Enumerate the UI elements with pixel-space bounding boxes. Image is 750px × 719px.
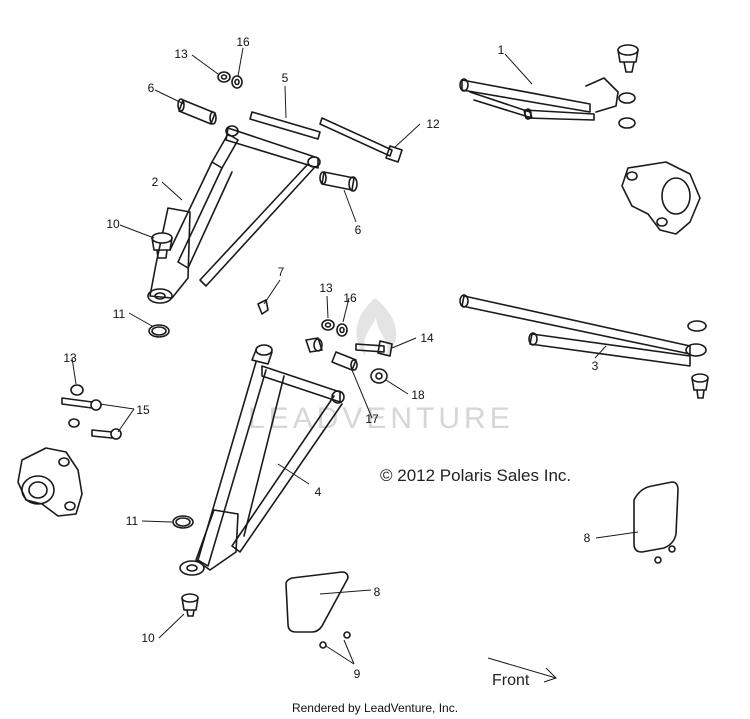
guard-plate-left (285, 571, 351, 649)
lower-a-arm-right (459, 294, 707, 367)
ball-joint-right-lower (691, 373, 709, 399)
callout-2: 2 (152, 175, 159, 189)
callout-17: 17 (365, 412, 379, 426)
ball-joint-lower (181, 593, 199, 617)
callout-18: 18 (411, 388, 425, 402)
callout-7: 7 (278, 265, 285, 279)
front-label: Front (492, 672, 530, 689)
steering-knuckle-left (17, 447, 83, 517)
bushing-upper-right (319, 171, 358, 192)
callout-labels: 1 2 3 4 5 6 6 7 8 8 9 10 10 11 11 12 13 … (63, 35, 598, 681)
callout-5: 5 (282, 71, 289, 85)
pivot-rod (249, 111, 321, 140)
nut-13-mid (321, 319, 335, 331)
ring-11-upper (148, 324, 170, 338)
callout-13-left: 13 (63, 351, 77, 365)
ring-11-lower (172, 515, 194, 529)
callout-8-left: 8 (374, 585, 381, 599)
callout-16-mid: 16 (343, 291, 357, 305)
bushing-mid (305, 337, 323, 353)
callout-1: 1 (498, 43, 505, 57)
callout-13-top: 13 (174, 47, 188, 61)
callout-6-right: 6 (355, 223, 362, 237)
watermark-flame-logo (356, 298, 397, 356)
watermark-text: LEADVENTURE (248, 402, 514, 435)
washer-16-mid (336, 323, 348, 337)
bolts-15 (61, 397, 122, 440)
clip-7 (257, 299, 269, 315)
upper-a-arm-left (147, 125, 321, 304)
washer-16-top (231, 75, 243, 89)
guard-plate-right (633, 481, 679, 564)
callout-13-mid: 13 (319, 281, 333, 295)
callout-3: 3 (592, 359, 599, 373)
ball-joint-top-right (617, 44, 639, 73)
callout-11-upper: 11 (113, 307, 126, 321)
long-bolt (319, 117, 403, 163)
nut-13-left (70, 384, 84, 396)
callout-16-top: 16 (236, 35, 250, 49)
sleeve-17 (331, 351, 358, 371)
ball-joint-upper (151, 232, 173, 259)
lower-a-arm-left (179, 344, 345, 576)
watermark: LEADVENTURE (248, 298, 514, 435)
copyright-notice: © 2012 Polaris Sales Inc. (380, 466, 571, 485)
callout-10-upper: 10 (106, 217, 120, 231)
bolt-14 (355, 340, 393, 357)
nut-13-top (217, 71, 231, 83)
callout-11-lower: 11 (126, 514, 139, 528)
callout-4: 4 (315, 485, 322, 499)
callout-12: 12 (426, 117, 440, 131)
bushing-18 (370, 368, 388, 384)
callout-8-right: 8 (584, 531, 591, 545)
callout-6-upper: 6 (148, 81, 155, 95)
bushing-upper-left (177, 98, 217, 125)
upper-a-arm-right (459, 77, 636, 129)
callout-9: 9 (354, 667, 361, 681)
footer-credit: Rendered by LeadVenture, Inc. (292, 701, 458, 715)
leader-lines (71, 47, 639, 665)
callout-15: 15 (136, 403, 150, 417)
front-direction-arrow (487, 657, 557, 683)
callout-10-lower: 10 (141, 631, 155, 645)
callout-14: 14 (420, 331, 434, 345)
steering-knuckle-right (621, 161, 701, 235)
